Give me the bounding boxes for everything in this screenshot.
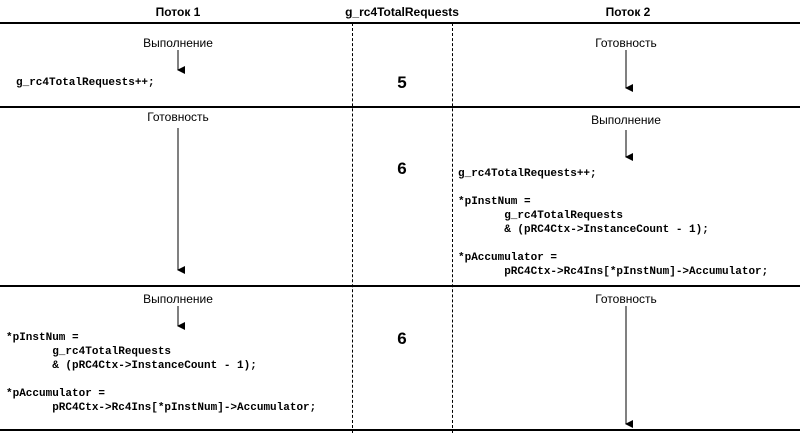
row1-counter-value: 5: [397, 73, 407, 92]
row3-counter-value: 6: [397, 329, 407, 348]
row3-thread2-state: Готовность: [595, 292, 657, 306]
row2-thread2-code: g_rc4TotalRequests++; *pInstNum = g_rc4T…: [458, 168, 769, 278]
row2-thread2-state: Выполнение: [591, 113, 661, 127]
column-divider-right: [452, 23, 453, 433]
header-separator: [0, 22, 800, 24]
row1-thread2-state: Готовность: [595, 36, 657, 50]
header-variable: g_rc4TotalRequests: [345, 5, 459, 19]
row1-thread1-code: g_rc4TotalRequests++;: [16, 77, 155, 89]
header-thread1: Поток 1: [155, 5, 201, 19]
bottom-border: [0, 429, 800, 431]
row1-separator: [0, 106, 800, 108]
column-divider-left: [352, 23, 353, 433]
row2-separator: [0, 285, 800, 287]
row3-thread1-code: *pInstNum = g_rc4TotalRequests & (pRC4Ct…: [6, 332, 317, 414]
row1-thread1-state: Выполнение: [143, 36, 213, 50]
row2-counter-value: 6: [397, 159, 407, 178]
row2-thread1-state: Готовность: [147, 110, 209, 124]
row3-thread1-state: Выполнение: [143, 292, 213, 306]
header-thread2: Поток 2: [605, 5, 651, 19]
